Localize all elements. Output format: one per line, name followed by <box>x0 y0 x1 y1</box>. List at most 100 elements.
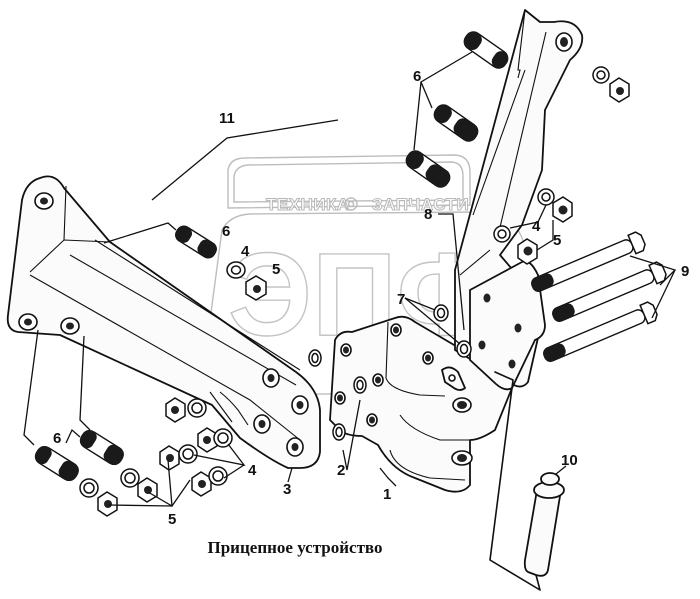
plate-hole <box>514 323 522 333</box>
stud-leader <box>79 335 91 431</box>
leader-4 <box>509 204 547 229</box>
callout-11: 11 <box>219 110 235 127</box>
hitch-hole <box>390 323 402 337</box>
washer <box>332 423 346 441</box>
bolt <box>543 301 658 362</box>
nut <box>137 477 158 503</box>
callout-8: 8 <box>424 206 432 223</box>
pin <box>523 465 567 577</box>
nut <box>191 471 212 497</box>
stud <box>34 445 79 482</box>
hitch-hole <box>334 391 346 405</box>
nut <box>197 427 218 453</box>
leader-8 <box>438 213 465 331</box>
callout-6b: 6 <box>53 430 61 447</box>
callout-1: 1 <box>383 486 391 503</box>
leader-3 <box>287 467 293 483</box>
hitch-hole <box>422 351 434 365</box>
callout-7: 7 <box>397 291 405 308</box>
washer <box>226 261 246 279</box>
nut <box>159 445 180 471</box>
watermark-text-right: ЗАПЧАСТИ <box>372 195 469 214</box>
leader-6b <box>65 428 81 444</box>
hitch-hole <box>451 450 473 466</box>
bracket-hole <box>286 437 304 457</box>
washer <box>208 466 228 486</box>
stud-leader <box>23 329 39 446</box>
nut <box>97 491 118 517</box>
plate-hole <box>508 359 516 369</box>
callout-6c: 6 <box>413 68 421 85</box>
callout-4b: 4 <box>248 462 257 479</box>
callout-5a: 5 <box>272 261 280 278</box>
plate-hole <box>483 293 491 303</box>
leader-9 <box>651 269 676 319</box>
washer <box>308 349 322 367</box>
washer <box>493 225 511 243</box>
hitch-hole <box>452 397 472 413</box>
plate-hole <box>478 340 486 350</box>
washer <box>537 188 555 206</box>
bracket-hole <box>60 317 80 335</box>
callout-4c: 4 <box>532 218 541 235</box>
washer <box>120 468 140 488</box>
leader-5 <box>536 220 554 251</box>
hitch-body <box>329 315 513 493</box>
bracket-hole <box>253 414 271 434</box>
washer <box>178 444 198 464</box>
washer <box>213 428 233 448</box>
leader-6 <box>420 51 473 109</box>
washer <box>592 66 610 84</box>
callout-5c: 5 <box>553 232 561 249</box>
bracket-hole <box>262 368 280 388</box>
bracket-hole <box>291 395 309 415</box>
assembly-leader <box>151 119 339 201</box>
leader-7 <box>404 297 461 345</box>
stud <box>433 104 479 142</box>
washer <box>187 398 207 418</box>
callout-5b: 5 <box>168 511 176 528</box>
leader-7 <box>404 297 436 311</box>
nut <box>517 238 538 265</box>
stud <box>405 150 451 188</box>
leader-1 <box>379 467 397 487</box>
rear-plate-outline <box>489 371 541 591</box>
leader-10 <box>555 465 567 475</box>
latch <box>441 366 466 391</box>
callout-9: 9 <box>681 263 689 280</box>
stud <box>463 31 509 69</box>
washer <box>433 304 449 322</box>
left-bracket <box>6 175 321 469</box>
bracket-hole <box>18 313 38 331</box>
bracket-hole <box>34 192 54 210</box>
leader-2 <box>342 399 361 471</box>
callout-3: 3 <box>283 481 291 498</box>
leader-5 <box>147 479 191 507</box>
nut <box>165 397 186 423</box>
bracket-hole <box>555 32 573 52</box>
washer <box>353 376 367 394</box>
nut <box>245 275 267 301</box>
watermark-text-left: ТЕХНИКА <box>266 195 350 214</box>
hitch-hole <box>366 413 378 427</box>
bolt <box>552 261 667 322</box>
stud <box>175 225 217 259</box>
diagram-title: Прицепное устройство <box>207 538 383 557</box>
gear-icon <box>344 197 358 211</box>
hitch-hole <box>340 343 352 357</box>
hitch-hole <box>372 373 384 387</box>
watermark-logo: ЭПФ <box>228 229 497 361</box>
leader-6 <box>413 81 422 151</box>
bolt <box>531 231 646 292</box>
washer <box>79 478 99 498</box>
callout-4a: 4 <box>241 243 250 260</box>
stud-leader <box>103 222 177 244</box>
leader-4 <box>223 464 245 479</box>
callout-6a: 6 <box>222 223 230 240</box>
watermark: ТЕХНИКА ЗАПЧАСТИ ЭПФ <box>209 154 526 396</box>
stud <box>79 429 124 466</box>
callout-2: 2 <box>337 462 345 479</box>
nut <box>609 77 630 103</box>
nut <box>552 196 573 223</box>
